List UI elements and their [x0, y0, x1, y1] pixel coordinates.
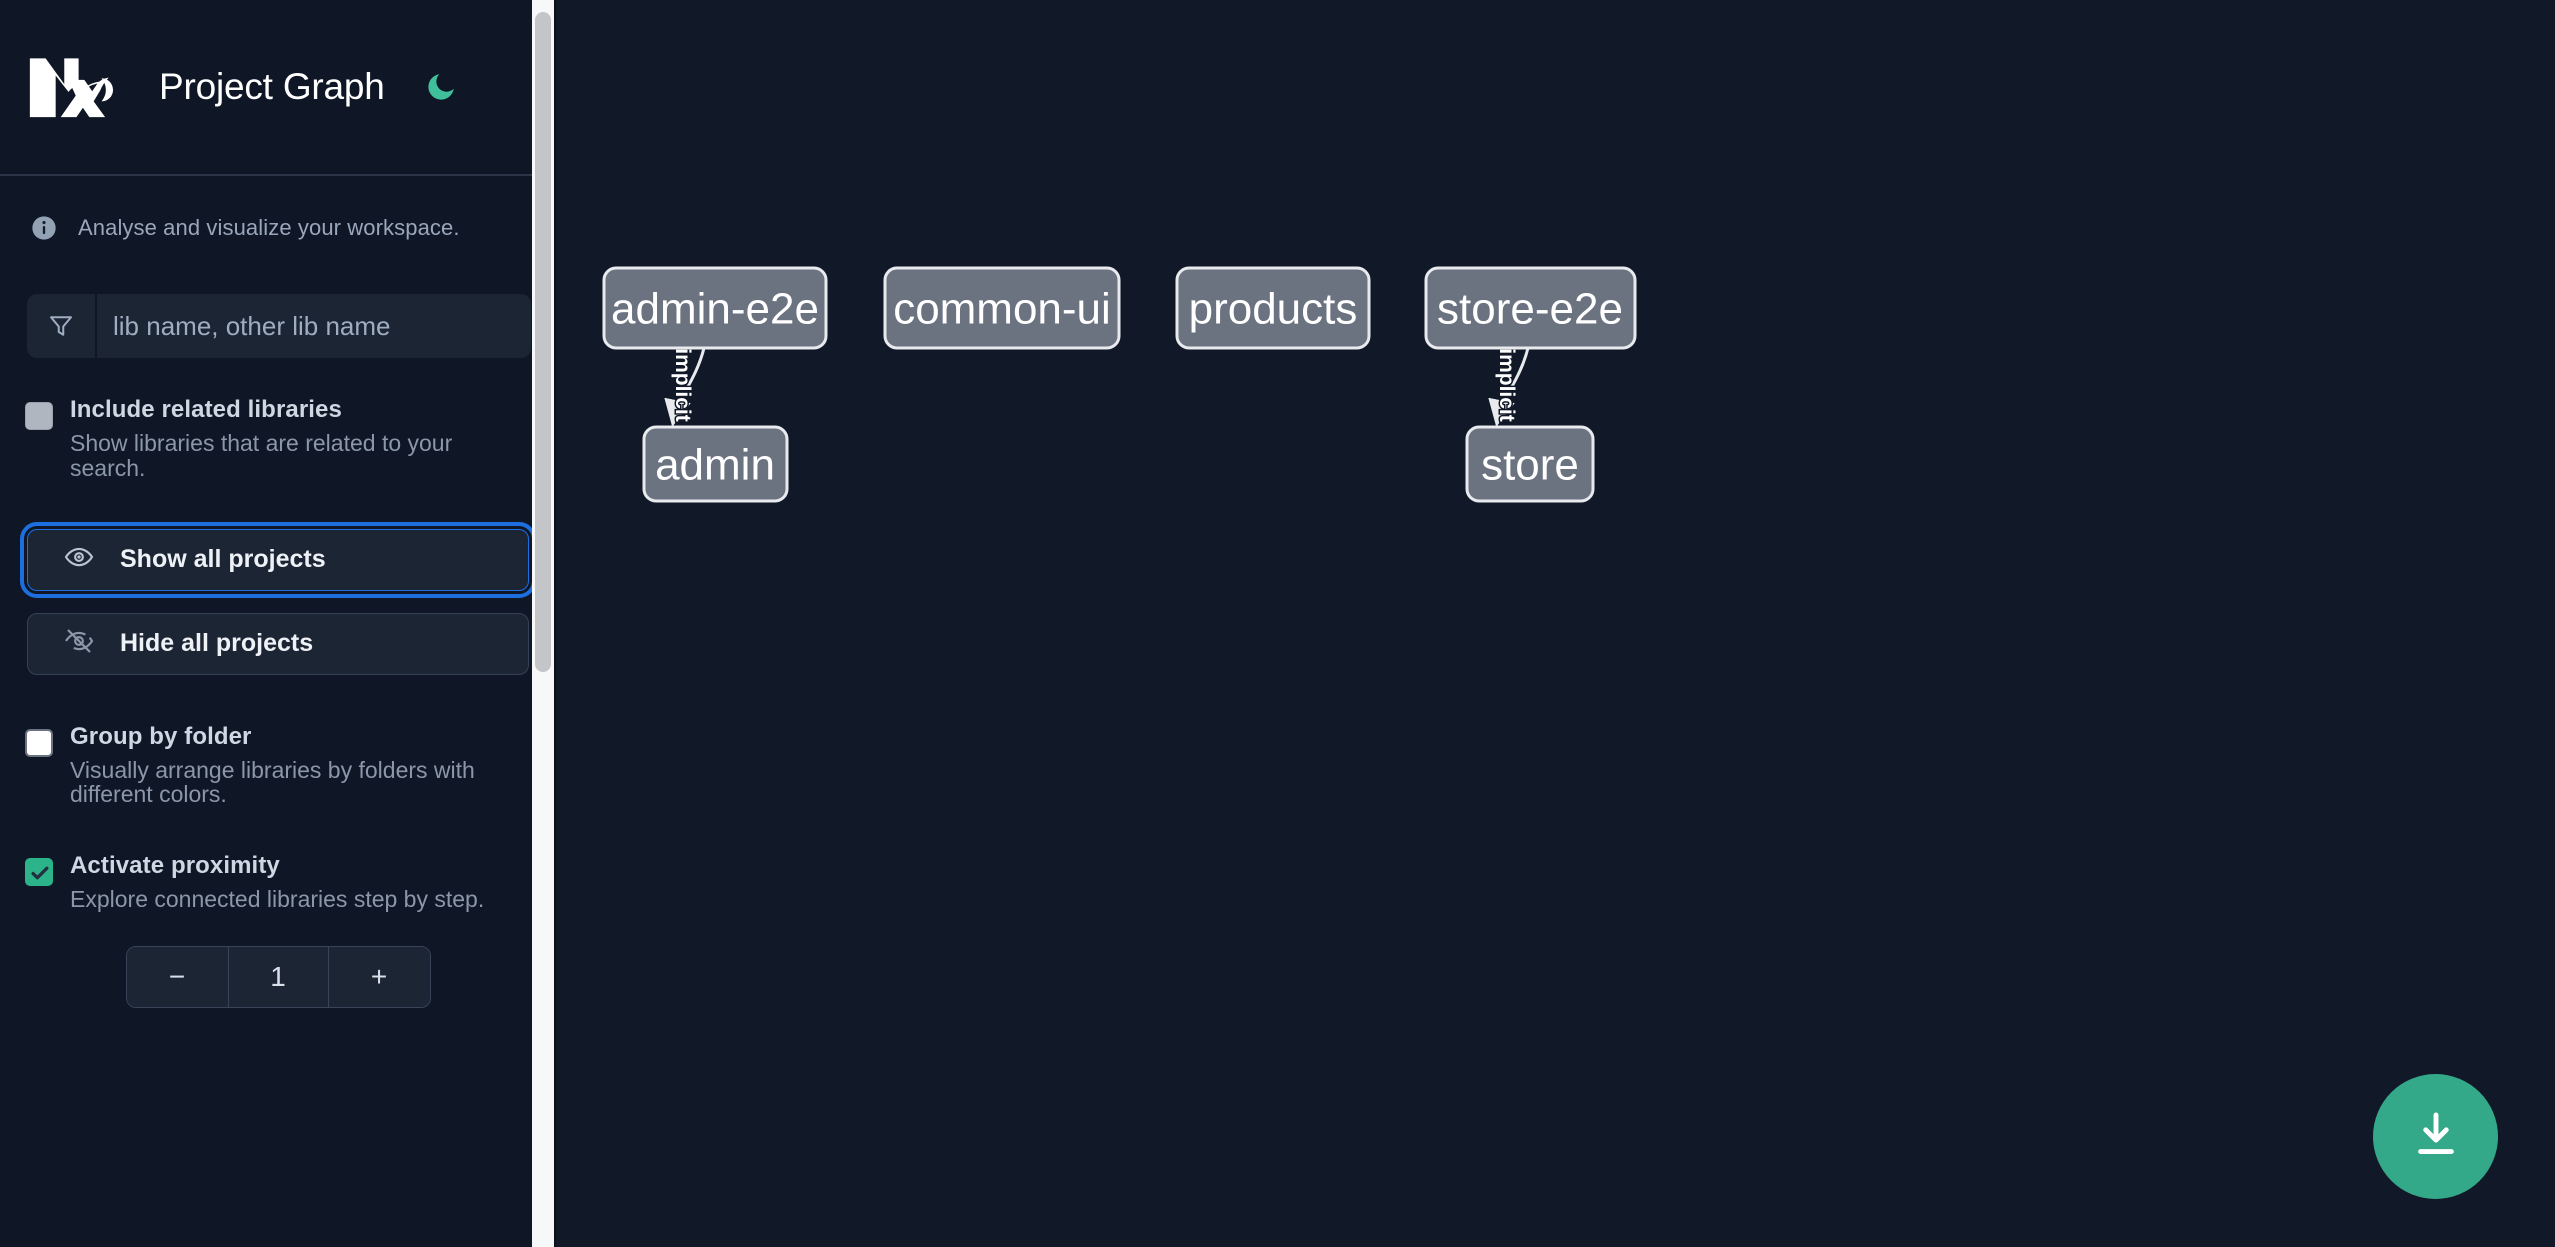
search-input[interactable] — [97, 294, 531, 358]
proximity-stepper: − 1 + — [125, 946, 431, 1009]
graph-node-admin-e2e[interactable]: admin-e2e — [602, 266, 828, 350]
proximity-increment-button[interactable]: + — [328, 947, 430, 1008]
info-circle-icon — [30, 214, 58, 242]
page-title: Project Graph — [159, 66, 385, 107]
proximity-stepper-row: − 1 + — [0, 946, 554, 1009]
graph-node-store[interactable]: store — [1465, 425, 1595, 503]
option-title-group-by-folder: Group by folder — [70, 722, 252, 750]
nx-logo-icon — [27, 54, 113, 120]
checkbox-activate-proximity[interactable] — [25, 858, 53, 887]
option-group-by-folder[interactable]: Group by folder Visually arrange librari… — [0, 722, 554, 808]
hide-all-projects-label: Hide all projects — [120, 629, 314, 658]
download-graph-button[interactable] — [2373, 1074, 2498, 1199]
option-description-activate-proximity: Explore connected libraries step by step… — [70, 886, 485, 913]
project-graph-svg[interactable]: implicit implicit admin-e2e common-ui pr… — [556, 0, 2555, 1247]
search-filter[interactable] — [27, 294, 531, 358]
graph-node-label-products: products — [1189, 285, 1358, 334]
edge-admin-e2e-to-admin[interactable] — [664, 347, 706, 427]
edge-label-admin-implicit: implicit — [671, 348, 694, 422]
graph-node-store-e2e[interactable]: store-e2e — [1424, 266, 1637, 350]
option-activate-proximity[interactable]: Activate proximity Explore connected lib… — [0, 852, 554, 913]
sidebar: Project Graph Analyse and visualize yo — [0, 0, 556, 1247]
sidebar-content: Project Graph Analyse and visualize yo — [0, 0, 554, 1247]
workspace-info-text: Analyse and visualize your workspace. — [78, 215, 460, 240]
eye-icon — [64, 542, 94, 577]
show-all-projects-label: Show all projects — [120, 545, 326, 574]
graph-node-label-store: store — [1481, 441, 1579, 490]
button-spacer — [27, 591, 529, 613]
option-include-related-libraries[interactable]: Include related libraries Show libraries… — [0, 396, 554, 481]
workspace-info: Analyse and visualize your workspace. — [0, 176, 554, 242]
sidebar-header: Project Graph — [0, 0, 554, 176]
checkbox-include-related-libraries[interactable] — [25, 402, 53, 430]
project-visibility-buttons: Show all projects Hide all projects — [0, 521, 554, 675]
funnel-icon — [27, 294, 97, 358]
graph-node-common-ui[interactable]: common-ui — [883, 266, 1121, 350]
sidebar-scrollbar-thumb[interactable] — [535, 12, 551, 672]
graph-node-products[interactable]: products — [1175, 266, 1371, 350]
eye-slash-icon — [64, 626, 94, 661]
option-description-include-related-libraries: Show libraries that are related to your … — [70, 430, 453, 481]
sidebar-scrollbar-track[interactable] — [532, 0, 554, 1247]
option-description-group-by-folder: Visually arrange libraries by folders wi… — [70, 756, 475, 808]
download-icon — [2408, 1107, 2464, 1166]
show-all-projects-button[interactable]: Show all projects — [20, 521, 536, 598]
option-title-include-related-libraries: Include related libraries — [70, 396, 342, 423]
option-title-activate-proximity: Activate proximity — [70, 852, 280, 880]
graph-node-label-admin-e2e: admin-e2e — [611, 285, 819, 334]
edge-label-store-implicit: implicit — [1495, 348, 1518, 422]
proximity-value: 1 — [227, 947, 329, 1008]
graph-edges: implicit implicit — [664, 347, 1530, 427]
graph-nodes: admin-e2e common-ui products store-e2e a… — [602, 266, 1637, 503]
graph-node-admin[interactable]: admin — [642, 425, 789, 503]
checkbox-group-by-folder[interactable] — [25, 728, 53, 757]
graph-canvas[interactable]: implicit implicit admin-e2e common-ui pr… — [556, 0, 2555, 1247]
graph-node-label-store-e2e: store-e2e — [1437, 285, 1623, 334]
graph-node-label-common-ui: common-ui — [893, 285, 1111, 334]
edge-store-e2e-to-store[interactable] — [1488, 347, 1530, 427]
hide-all-projects-button[interactable]: Hide all projects — [27, 612, 529, 675]
proximity-decrement-button[interactable]: − — [126, 947, 228, 1008]
moon-icon[interactable] — [421, 67, 461, 107]
graph-node-label-admin: admin — [655, 441, 775, 490]
